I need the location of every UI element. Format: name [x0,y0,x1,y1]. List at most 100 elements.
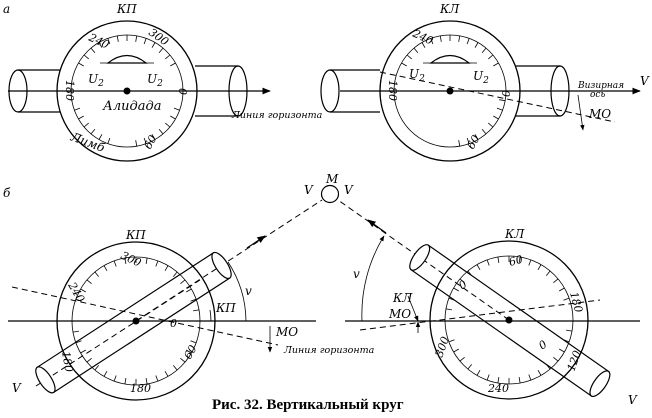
graduation-tick [145,378,148,385]
mo-arrow [577,94,585,131]
graduation-tick [83,54,89,60]
center-point [132,317,140,325]
label-60: 60 [464,133,482,152]
label-0: 0 [170,317,177,330]
v-big-label: V [628,393,638,407]
telescope-end-left [320,69,340,113]
graduation-tick [493,115,499,120]
telescope-tube-right [515,65,560,117]
graduation-tick [116,35,119,42]
graduation-tick [107,137,111,144]
panel-b-right-instrument: КЛ 60 0 180 0 120 240 300 v КЛ МО V [345,227,640,407]
graduation-tick [165,54,171,60]
graduation-tick [481,129,487,135]
label-60: 60 [141,133,159,152]
label-60: 60 [181,343,199,362]
telescope-eyepiece [35,366,56,394]
label-240: 240 [65,279,87,305]
graduation-tick [537,370,542,376]
graduation-tick [94,271,100,277]
telescope-objective [211,251,232,280]
telescope-eyepiece [589,370,611,398]
kl-label: КЛ [392,291,413,305]
graduation-tick [72,330,79,333]
v-small-label: v [245,284,252,298]
graduation-tick [439,35,442,42]
graduation-tick [78,62,84,67]
sight-arrow-left [246,235,266,249]
graduation-tick [486,374,490,381]
telescope-tube-left [330,69,380,113]
telescope [409,244,611,398]
angle-arc-v [227,261,247,322]
graduation-tick [458,35,461,42]
sight-arrow-right [367,219,387,234]
u2-right-label: U2 [147,72,163,89]
graduation-tick [124,378,127,385]
graduation-tick [151,42,156,48]
panel-a-tag: а [3,2,10,16]
limb-graduation [74,35,180,147]
graduation-tick [566,329,573,332]
telescope [35,251,232,394]
graduation-tick [135,140,138,147]
horizon-label: Линия горизонта [231,110,323,121]
telescope-tube-left [18,69,62,113]
graduation-tick [186,288,192,293]
mo-label: МО [588,107,611,121]
graduation-tick [486,259,490,266]
graduation-tick [98,134,103,140]
graduation-tick [459,278,465,284]
panel-a-right-instrument: КЛ 240 180 0 60 U2 U2 Визирная ось V МО [320,2,650,162]
graduation-tick [107,38,111,45]
graduation-tick [86,279,92,285]
graduation-tick [103,265,108,271]
label-180-bottom: 180 [130,382,151,395]
telescope-objective [409,244,431,271]
u2-left-label: U2 [409,67,425,84]
graduation-tick [90,129,96,135]
mo-label: МО [388,307,411,321]
graduation-tick [155,375,159,382]
graduation-tick [445,308,452,311]
graduation-tick [75,340,82,344]
graduation-tick [488,122,494,128]
graduation-tick [481,47,487,53]
label-180: 180 [59,350,75,373]
graduation-tick [497,377,500,384]
graduation-tick [499,99,506,102]
title-kp: КП [116,2,137,16]
limb-outer-circle [56,241,216,401]
graduation-tick [173,107,180,111]
graduation-tick [453,287,459,292]
graduation-tick [467,364,473,370]
label-180: 180 [386,80,399,101]
graduation-tick [135,35,138,42]
label-180: 180 [567,290,585,314]
title-kl: КЛ [439,2,460,16]
graduation-tick [172,365,178,371]
graduation-tick [497,256,500,263]
mo-label: МО [275,325,298,339]
graduation-tick [401,62,407,67]
graduation-tick [413,47,419,53]
graduation-tick [83,122,89,128]
label-0-lower: 0 [536,338,549,353]
graduation-tick [476,264,481,270]
graduation-tick [98,42,103,48]
label-120: 120 [565,349,584,373]
target-point-m [320,184,340,204]
alidada-label: Алидада [102,99,161,114]
panel-a-left-instrument: КП 240 300 180 0 60 U2 U2 Алидада Лимб Л… [8,2,323,162]
graduation-tick [553,278,559,284]
graduation-tick [186,349,192,354]
graduation-tick [170,62,176,67]
graduation-tick [180,279,186,285]
sight-axis-label-1: Визирная [577,81,624,91]
graduation-tick [143,38,147,45]
graduation-tick [496,107,503,111]
graduation-tick [421,42,426,48]
graduation-tick [459,356,465,362]
graduation-tick [193,309,200,312]
